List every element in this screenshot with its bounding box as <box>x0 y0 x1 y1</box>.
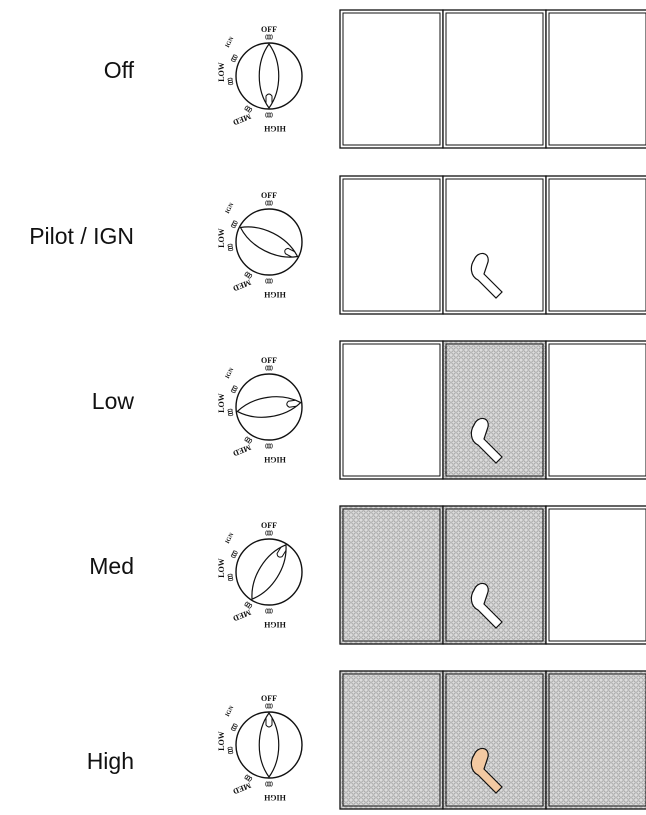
dial-label-med: MED <box>231 781 252 796</box>
dial-label-low: LOW <box>217 228 226 248</box>
control-knob: OFF IGN LOW MED HIGH <box>217 25 303 133</box>
dial-label-off: OFF <box>261 191 277 200</box>
burner-panel <box>545 9 646 149</box>
knob-pointer <box>239 226 299 258</box>
burner-panels <box>339 175 646 315</box>
dial-tick <box>244 601 253 609</box>
mode-row: High OFF IGN LOW MED HIGH <box>0 665 646 811</box>
burner-panel <box>339 9 444 149</box>
burner-panel <box>545 670 646 810</box>
dial-tick <box>230 550 238 559</box>
dial-tick <box>265 365 273 371</box>
dial-tick <box>230 220 238 229</box>
burner-panel <box>339 505 444 645</box>
dial-tick <box>230 385 238 394</box>
burner-panel <box>545 175 646 315</box>
mode-row: Off OFF IGN LOW MED HIGH <box>0 4 646 150</box>
dial-tick <box>230 723 238 732</box>
dial-label-ign: IGN <box>225 532 236 545</box>
dial-label-off: OFF <box>261 356 277 365</box>
burner-panel <box>339 340 444 480</box>
dial-label-off: OFF <box>261 25 277 34</box>
igniter-marker <box>470 252 503 299</box>
mode-label: Med <box>89 553 134 579</box>
dial-label-off: OFF <box>261 694 277 703</box>
dial-tick <box>244 436 253 444</box>
dial-label-low: LOW <box>217 558 226 578</box>
burner-panels <box>339 340 646 480</box>
knob-pointer <box>251 543 287 601</box>
dial-label-high: HIGH <box>263 620 286 629</box>
burner-panels <box>339 670 646 810</box>
burner-panel <box>545 505 646 645</box>
burner-panel <box>442 9 547 149</box>
dial-tick <box>265 781 273 787</box>
mode-row: Low OFF IGN LOW MED HIGH <box>0 335 646 481</box>
mode-label: Off <box>103 57 134 83</box>
mode-label: Low <box>91 388 134 414</box>
dial-tick <box>265 608 273 614</box>
dial-label-ign: IGN <box>225 705 236 718</box>
burner-panel <box>339 175 444 315</box>
dial-label-ign: IGN <box>225 36 236 49</box>
mode-label: High <box>86 748 134 774</box>
dial-tick <box>265 112 273 118</box>
igniter-marker <box>470 582 503 629</box>
knob-pointer <box>236 396 302 418</box>
control-knob: OFF IGN LOW MED HIGH <box>217 521 303 629</box>
dial-label-med: MED <box>231 112 252 127</box>
dial-label-high: HIGH <box>263 124 286 133</box>
dial-label-high: HIGH <box>263 455 286 464</box>
dial-tick <box>227 746 234 755</box>
burner-panels <box>339 505 646 645</box>
dial-tick <box>265 443 273 449</box>
knob-face <box>235 208 303 276</box>
dial-tick <box>265 278 273 284</box>
dial-label-off: OFF <box>261 521 277 530</box>
dial-label-med: MED <box>231 443 252 458</box>
burner-panels <box>339 9 646 149</box>
dial-label-ign: IGN <box>225 202 236 215</box>
dial-tick <box>244 774 253 782</box>
dial-tick <box>227 408 234 417</box>
dial-label-low: LOW <box>217 393 226 413</box>
mode-row: Pilot / IGN OFF IGN LOW MED HIGH <box>0 170 646 316</box>
control-knob: OFF IGN LOW MED HIGH <box>217 191 303 299</box>
control-knob: OFF IGN LOW MED HIGH <box>217 356 303 464</box>
burner-panel <box>339 670 444 810</box>
dial-label-low: LOW <box>217 731 226 751</box>
knob-pointer <box>258 42 280 110</box>
dial-tick <box>244 271 253 279</box>
control-knob: OFF IGN LOW MED HIGH <box>217 694 303 802</box>
dial-tick <box>227 243 234 252</box>
dial-tick <box>244 105 253 113</box>
burner-panel <box>545 340 646 480</box>
dial-label-med: MED <box>231 278 252 293</box>
dial-tick <box>265 34 273 40</box>
knob-face <box>235 373 303 441</box>
dial-label-low: LOW <box>217 62 226 82</box>
dial-label-high: HIGH <box>263 793 286 802</box>
dial-label-ign: IGN <box>225 367 236 380</box>
knob-face <box>235 711 303 779</box>
knob-face <box>235 42 303 110</box>
mode-label: Pilot / IGN <box>29 223 134 249</box>
knob-pointer <box>258 711 280 779</box>
dial-tick <box>227 573 234 582</box>
dial-label-high: HIGH <box>263 290 286 299</box>
igniter-marker <box>470 417 503 464</box>
dial-tick <box>227 77 234 86</box>
mode-row: Med OFF IGN LOW MED HIGH <box>0 500 646 646</box>
dial-tick <box>265 530 273 536</box>
igniter-marker <box>470 747 503 794</box>
dial-tick <box>230 54 238 63</box>
knob-face <box>235 538 303 606</box>
dial-label-med: MED <box>231 608 252 623</box>
dial-tick <box>265 703 273 709</box>
dial-tick <box>265 200 273 206</box>
